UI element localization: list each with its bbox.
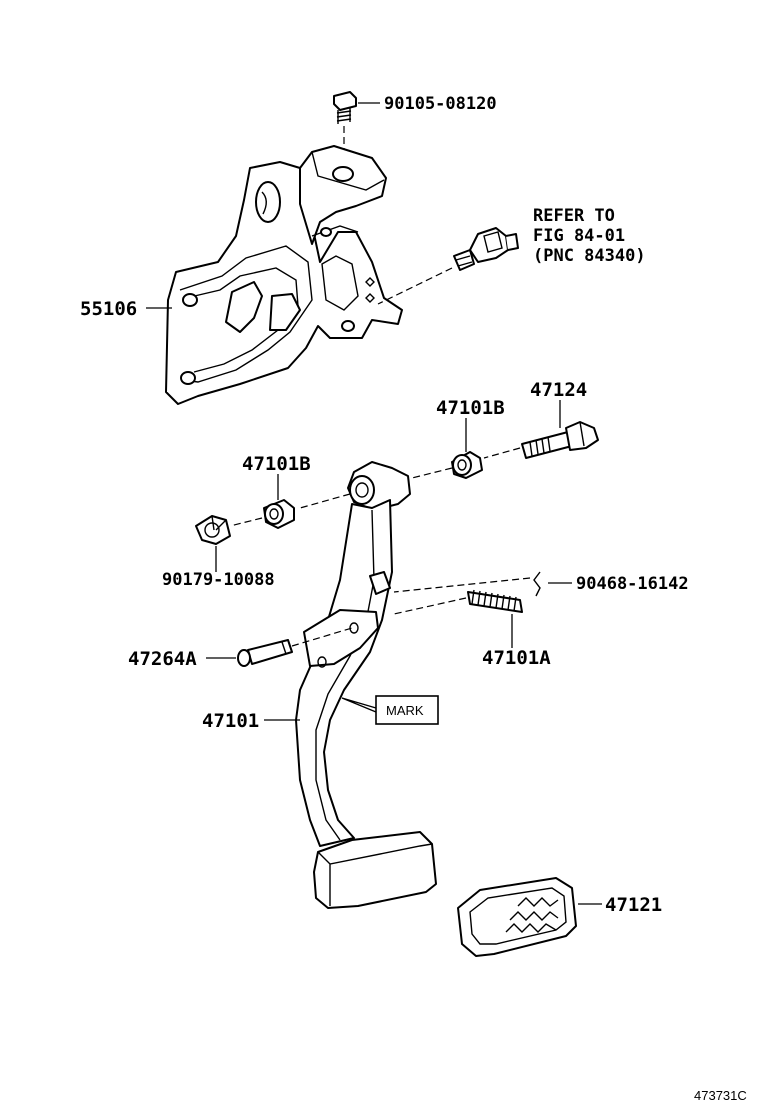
bracket-part <box>166 146 402 404</box>
label-90179-10088: 90179-10088 <box>162 570 275 590</box>
label-90468-16142: 90468-16142 <box>576 574 689 594</box>
label-55106: 55106 <box>80 298 137 320</box>
label-mark: MARK <box>386 703 424 718</box>
label-47101a: 47101A <box>482 647 551 669</box>
bushing-right-part <box>452 452 482 478</box>
label-refer-line1: REFER TO <box>533 206 615 226</box>
pedal-pad-part <box>458 878 576 956</box>
pedal-arm-part <box>296 462 436 908</box>
label-47124: 47124 <box>530 379 587 401</box>
stop-lamp-switch-part <box>378 228 518 304</box>
label-47101: 47101 <box>202 710 259 732</box>
figure-id: 473731C <box>694 1088 747 1103</box>
label-47101b-left: 47101B <box>242 453 311 475</box>
label-47264a: 47264A <box>128 648 197 670</box>
label-47101b-right: 47101B <box>436 397 505 419</box>
label-refer-line3: (PNC 84340) <box>533 246 646 266</box>
label-90105-08120: 90105-08120 <box>384 94 497 114</box>
label-refer-line2: FIG 84-01 <box>533 226 625 246</box>
clip-part <box>394 572 540 596</box>
nut-part <box>196 516 230 544</box>
spring-part <box>394 590 522 614</box>
label-47121: 47121 <box>605 894 662 916</box>
bushing-left-part <box>264 500 294 528</box>
